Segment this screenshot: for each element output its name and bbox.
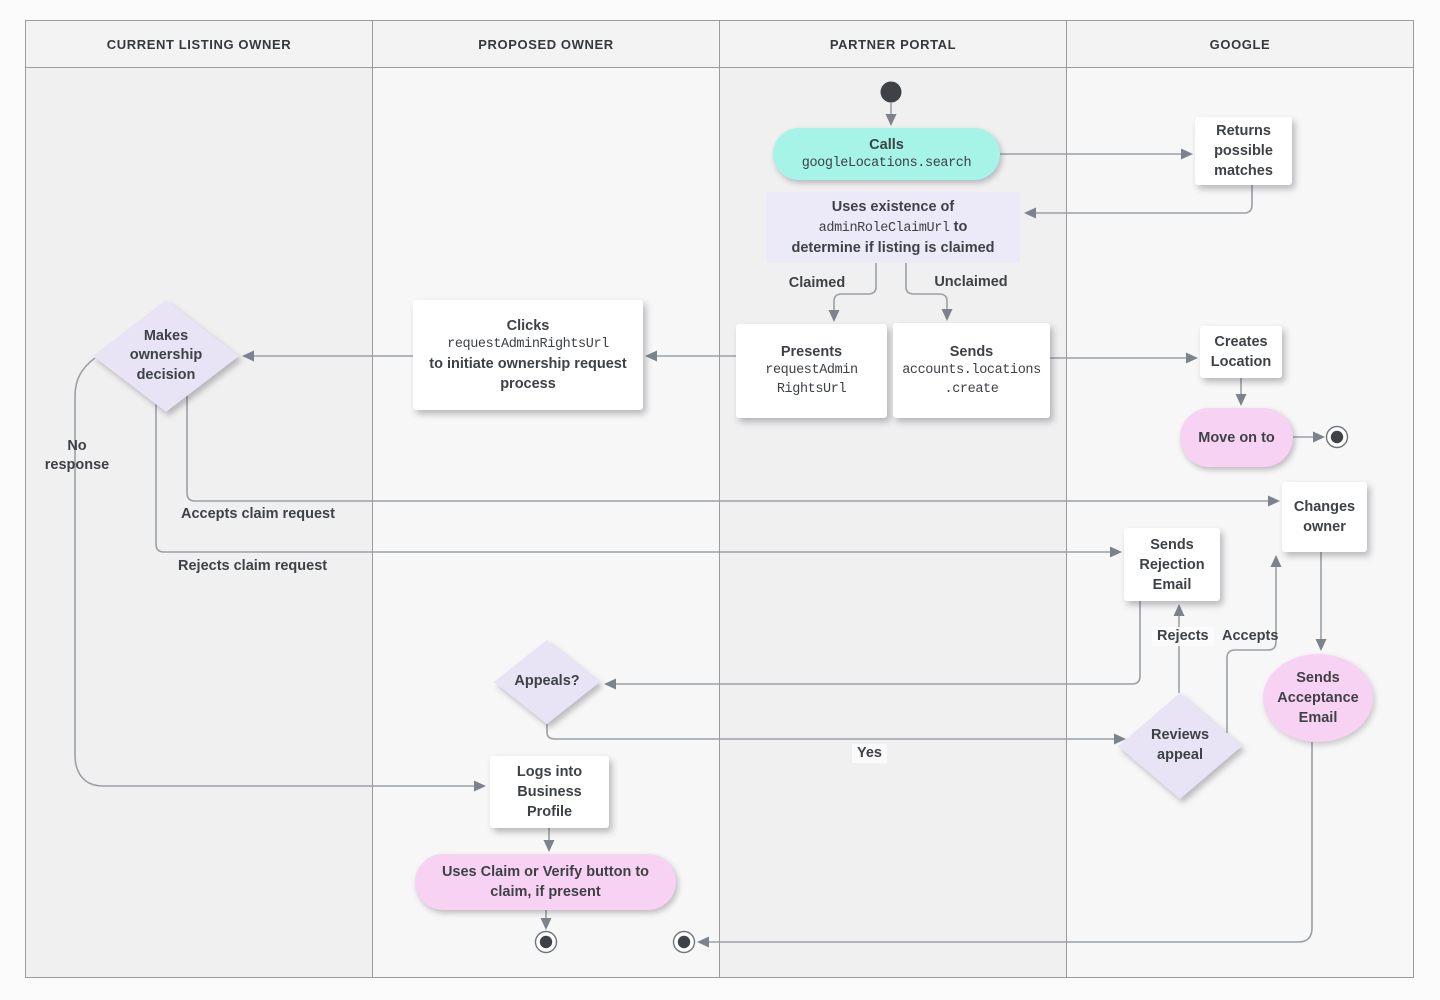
lane-header-current-listing-owner: CURRENT LISTING OWNER [26,21,372,68]
lane-partner-portal: PARTNER PORTAL [720,21,1067,977]
lane-body-partner-portal [720,68,1066,977]
lane-title: GOOGLE [1209,36,1271,52]
lane-header-google: GOOGLE [1067,21,1413,68]
lane-title: PARTNER PORTAL [829,36,957,52]
lane-title: PROPOSED OWNER [478,36,614,52]
lane-body-google [1067,68,1413,977]
lane-header-partner-portal: PARTNER PORTAL [720,21,1066,68]
lane-header-proposed-owner: PROPOSED OWNER [373,21,719,68]
lane-title: CURRENT LISTING OWNER [106,36,292,52]
swimlane-table: CURRENT LISTING OWNER PROPOSED OWNER PAR… [25,20,1414,978]
lane-body-current-listing-owner [26,68,372,977]
lane-google: GOOGLE [1067,21,1413,977]
lane-body-proposed-owner [373,68,719,977]
lane-current-listing-owner: CURRENT LISTING OWNER [26,21,373,977]
lane-proposed-owner: PROPOSED OWNER [373,21,720,977]
